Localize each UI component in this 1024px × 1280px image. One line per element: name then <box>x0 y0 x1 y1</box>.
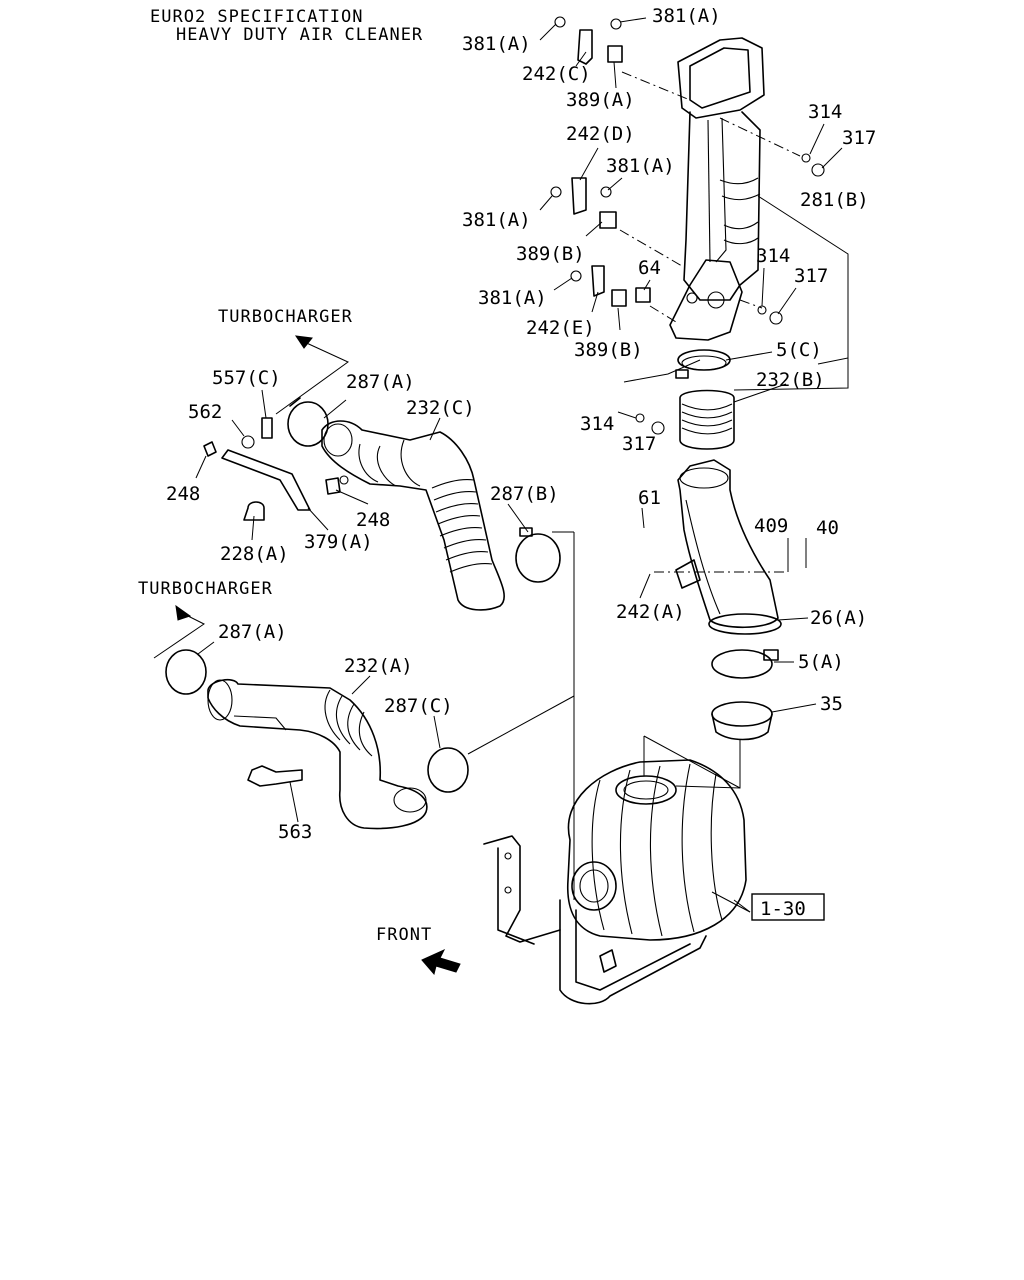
callout-287c: 287(C) <box>384 695 453 717</box>
hose-232a <box>207 678 428 830</box>
alignment-lines <box>467 71 801 900</box>
callout-317-2: 317 <box>794 265 828 287</box>
ring-35 <box>711 701 773 741</box>
callout-562: 562 <box>188 401 222 423</box>
pipe-379a <box>203 417 341 521</box>
turbocharger-arrow-lower <box>153 604 205 659</box>
bracket-563 <box>247 765 303 787</box>
callout-389b-2: 389(B) <box>574 339 643 361</box>
callout-228a: 228(A) <box>220 543 289 565</box>
bracket-242c <box>554 16 623 65</box>
callout-381a-3: 381(A) <box>606 155 675 177</box>
header-line-1: EURO2 SPECIFICATION <box>150 7 363 27</box>
turbocharger-arrow-upper <box>275 335 349 415</box>
reference-label: 1-30 <box>760 898 806 920</box>
clamp-287b <box>515 533 561 583</box>
callout-242a: 242(A) <box>616 601 685 623</box>
callout-35: 35 <box>820 693 843 715</box>
callout-232b: 232(B) <box>756 369 825 391</box>
front-label: FRONT <box>376 925 432 945</box>
callout-232a: 232(A) <box>344 655 413 677</box>
callout-26a: 26(A) <box>810 607 867 629</box>
turbocharger-label-upper: TURBOCHARGER <box>218 307 353 327</box>
callout-381a-1: 381(A) <box>462 33 531 55</box>
callout-64: 64 <box>638 257 661 279</box>
clamp-287a-upper <box>287 401 329 447</box>
clamp-287a-lower <box>165 649 207 695</box>
callout-287a-2: 287(A) <box>218 621 287 643</box>
nut-washer-group-upper <box>757 153 825 325</box>
callout-5c: 5(C) <box>776 339 822 361</box>
callout-61: 61 <box>638 487 661 509</box>
reference-box <box>751 893 825 921</box>
callout-287b: 287(B) <box>490 483 559 505</box>
callout-381a-5: 381(A) <box>478 287 547 309</box>
callout-232c: 232(C) <box>406 397 475 419</box>
bracket-line-281b <box>757 195 849 365</box>
leader-lines <box>195 17 843 913</box>
clamp-5a <box>711 649 779 679</box>
callout-242d: 242(D) <box>566 123 635 145</box>
callout-317-3: 317 <box>622 433 656 455</box>
callout-labels: 381(A) 381(A) 242(C) 389(A) 314 317 242(… <box>166 5 876 843</box>
hose-232b <box>635 389 735 450</box>
callout-557c: 557(C) <box>212 367 281 389</box>
elbow-26a <box>675 459 782 635</box>
callout-248-1: 248 <box>166 483 200 505</box>
callout-381a-4: 381(A) <box>462 209 531 231</box>
clamp-287a-upper-tab <box>289 397 301 407</box>
callout-281b: 281(B) <box>800 189 869 211</box>
callout-242e: 242(E) <box>526 317 595 339</box>
callout-317-1: 317 <box>842 127 876 149</box>
callout-563: 563 <box>278 821 312 843</box>
callout-242c: 242(C) <box>522 63 591 85</box>
hose-232c <box>321 420 505 611</box>
callout-5a: 5(A) <box>798 651 844 673</box>
header-line-2: HEAVY DUTY AIR CLEANER <box>176 25 423 45</box>
callout-248-2: 248 <box>356 509 390 531</box>
callout-379a: 379(A) <box>304 531 373 553</box>
callout-389b-1: 389(B) <box>516 243 585 265</box>
callout-40: 40 <box>816 517 839 539</box>
clamp-287c <box>427 747 469 793</box>
callout-389a: 389(A) <box>566 89 635 111</box>
callout-287a-1: 287(A) <box>346 371 415 393</box>
bracket-242d <box>550 177 617 229</box>
clamp-287b-screw <box>519 527 533 537</box>
callout-314-2: 314 <box>756 245 790 267</box>
front-arrow-icon <box>421 948 461 976</box>
air-cleaner-body <box>483 759 747 1005</box>
upper-intake-duct <box>669 37 765 341</box>
callout-381a-2: 381(A) <box>652 5 721 27</box>
clamp-5c <box>675 349 731 379</box>
callout-314-1: 314 <box>808 101 842 123</box>
callout-314-3: 314 <box>580 413 614 435</box>
turbocharger-label-lower: TURBOCHARGER <box>138 579 273 599</box>
bracket-line-314 <box>623 359 701 383</box>
callout-409: 409 <box>754 515 788 537</box>
